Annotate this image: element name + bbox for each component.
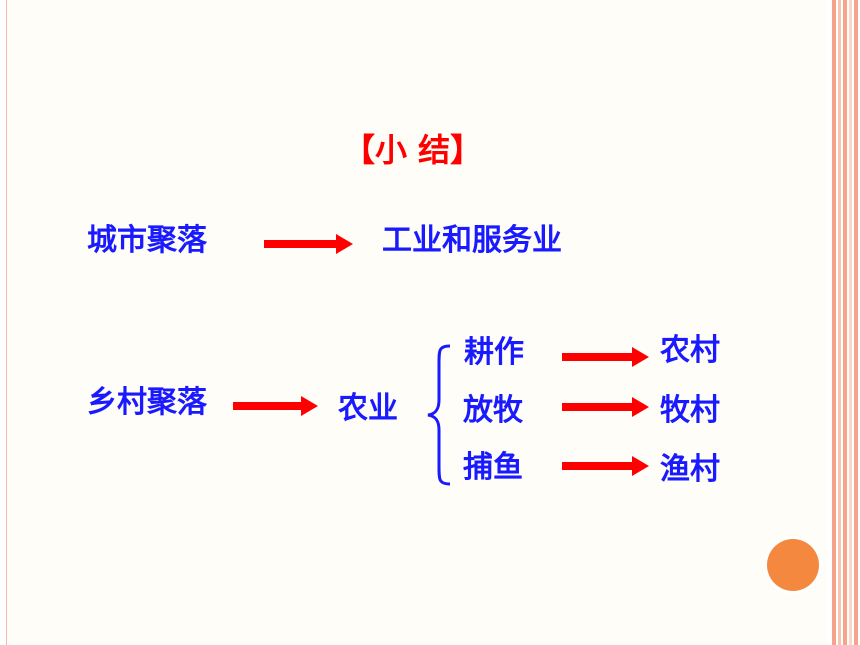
border-stripe [849, 0, 852, 645]
branch-activity-label: 放牧 [463, 393, 523, 428]
branch-result-label: 牧村 [660, 393, 720, 428]
arrow-icon [562, 397, 649, 417]
branch-activity-label: 捕鱼 [463, 450, 523, 485]
arrow-icon [264, 234, 353, 254]
arrow-icon [233, 396, 318, 416]
brace-icon [427, 344, 451, 486]
border-stripe [843, 0, 847, 645]
border-stripe [832, 0, 836, 645]
slide-title: 【小 结】 [343, 131, 483, 169]
branch-result-label: 农村 [660, 333, 720, 368]
border-stripe [854, 0, 858, 645]
city-settlement-label: 城市聚落 [87, 223, 207, 258]
agriculture-label: 农业 [338, 391, 398, 426]
branch-result-label: 渔村 [660, 452, 720, 487]
rural-settlement-label: 乡村聚落 [87, 385, 207, 420]
arrow-icon [562, 456, 649, 476]
branch-activity-label: 耕作 [464, 335, 524, 370]
border-stripe [838, 0, 841, 645]
decorative-circle [767, 539, 819, 591]
industry-service-label: 工业和服务业 [382, 223, 562, 258]
slide-background [6, 0, 827, 645]
arrow-icon [562, 347, 649, 367]
